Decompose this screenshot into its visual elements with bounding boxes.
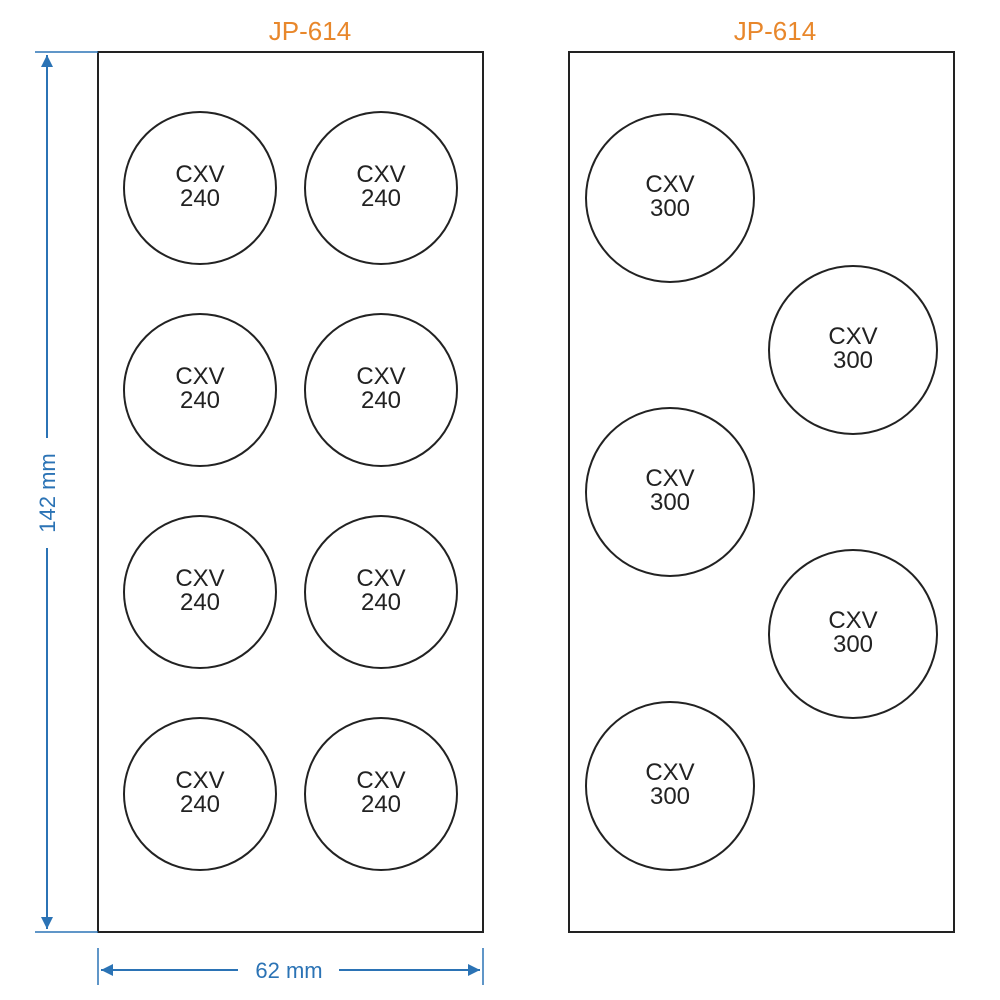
slot-label-line2: 240 <box>361 185 401 212</box>
slot-label-line2: 240 <box>361 791 401 818</box>
slot-label-line2: 300 <box>650 783 690 810</box>
slot-label-line2: 240 <box>180 387 220 414</box>
slot-label-line2: 300 <box>833 631 873 658</box>
capsule-slot <box>304 717 458 871</box>
capsule-slot <box>768 549 938 719</box>
slot-label-line2: 240 <box>180 185 220 212</box>
capsule-slot <box>768 265 938 435</box>
slot-label-line1: CXV <box>356 767 405 794</box>
capsule-slot <box>585 701 755 871</box>
slot-label-line1: CXV <box>175 161 224 188</box>
width-label: 62 mm <box>255 958 322 983</box>
panel-left-slots: CXV240CXV240CXV240CXV240CXV240CXV240CXV2… <box>123 111 458 871</box>
slot-label-line2: 240 <box>180 589 220 616</box>
slot-label-line2: 300 <box>650 489 690 516</box>
height-label: 142 mm <box>35 453 60 532</box>
slot-label-line1: CXV <box>175 363 224 390</box>
slot-label-line2: 240 <box>361 387 401 414</box>
slot-label-line2: 300 <box>833 347 873 374</box>
slot-label-line2: 240 <box>180 791 220 818</box>
capsule-slot <box>304 313 458 467</box>
panel-left-title: JP-614 <box>269 16 351 46</box>
panel-right-outline <box>568 51 955 933</box>
capsule-slot <box>304 515 458 669</box>
slot-label-line1: CXV <box>175 565 224 592</box>
width-dimension: 62 mm <box>97 948 484 985</box>
capsule-slot <box>123 515 277 669</box>
slot-label-line1: CXV <box>828 323 877 350</box>
capsule-slot <box>304 111 458 265</box>
slot-label-line2: 300 <box>650 195 690 222</box>
capsule-slot <box>123 717 277 871</box>
capsule-slot <box>585 407 755 577</box>
slot-label-line1: CXV <box>645 171 694 198</box>
panel-left-outline <box>97 51 484 933</box>
slot-label-line1: CXV <box>356 565 405 592</box>
slot-label-line1: CXV <box>645 465 694 492</box>
height-dimension: 142 mm <box>35 51 98 933</box>
capsule-slot <box>585 113 755 283</box>
slot-label-line1: CXV <box>356 161 405 188</box>
slot-label-line1: CXV <box>645 759 694 786</box>
capsule-slot <box>123 313 277 467</box>
capsule-slot <box>123 111 277 265</box>
slot-label-line2: 240 <box>361 589 401 616</box>
panel-right-title: JP-614 <box>734 16 816 46</box>
slot-label-line1: CXV <box>828 607 877 634</box>
slot-label-line1: CXV <box>175 767 224 794</box>
slot-label-line1: CXV <box>356 363 405 390</box>
